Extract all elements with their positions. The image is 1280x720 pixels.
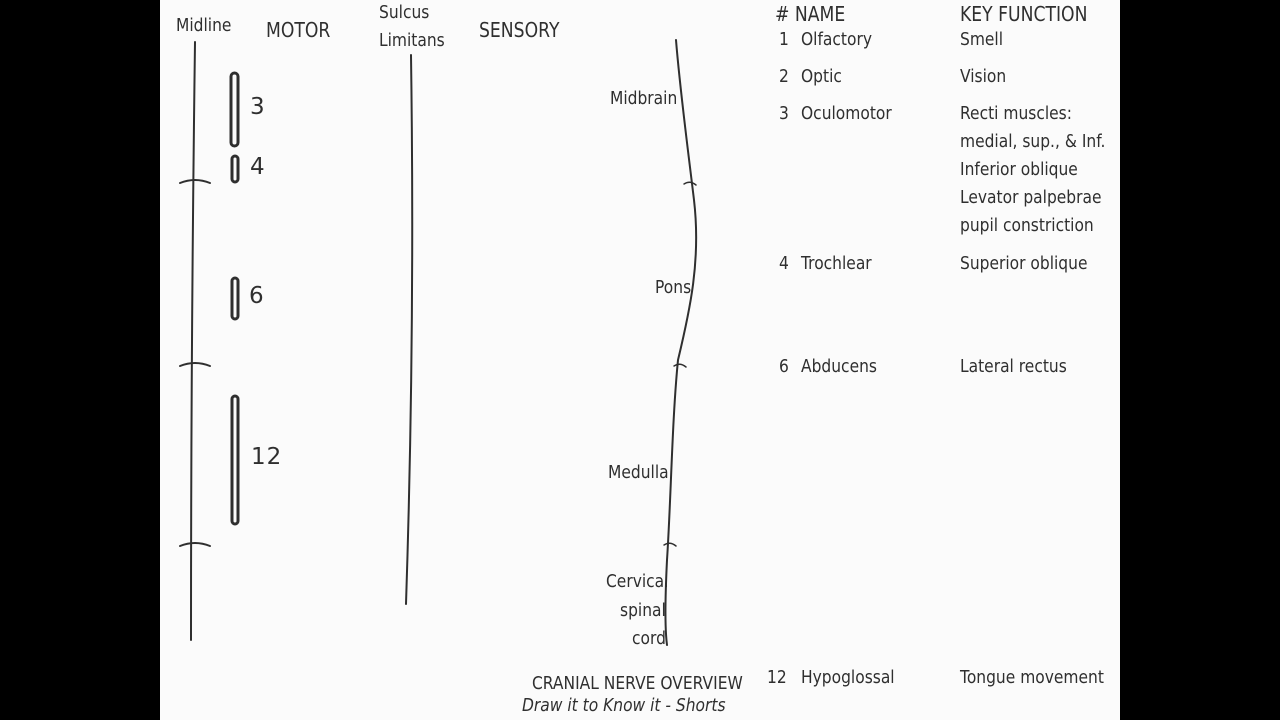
nucleus-3-label: 3 xyxy=(250,94,266,120)
nerve-4-name: Trochlear xyxy=(801,253,872,274)
nerve-1-name: Olfactory xyxy=(801,29,873,50)
nerve-6-name: Abducens xyxy=(801,356,877,377)
nerve-12-num: 12 xyxy=(767,667,787,688)
nerve-12-function: Tongue movement xyxy=(960,667,1104,688)
key-function-header: KEY FUNCTION xyxy=(960,2,1088,26)
medulla-label: Medulla xyxy=(608,462,669,483)
nucleus-6-label: 6 xyxy=(249,283,265,309)
nerve-3-function-line3: Inferior oblique xyxy=(960,159,1078,180)
sensory-header: SENSORY xyxy=(479,18,560,42)
nerve-1-function: Smell xyxy=(960,29,1004,50)
caption-title: CRANIAL NERVE OVERVIEW xyxy=(532,673,743,694)
pons-label: Pons xyxy=(655,277,692,298)
sulcus-label-line1: Sulcus xyxy=(379,2,430,23)
midline-label: Midline xyxy=(176,15,232,36)
sensory-tick-2 xyxy=(673,363,687,368)
sensory-tick-3 xyxy=(663,542,677,547)
nucleus-4-label: 4 xyxy=(250,154,266,180)
motor-header: MOTOR xyxy=(266,18,331,42)
nerve-6-num: 6 xyxy=(779,356,789,377)
nerve-12-name: Hypoglossal xyxy=(801,667,895,688)
sensory-tick-1 xyxy=(683,181,697,186)
nerve-1-num: 1 xyxy=(779,29,789,50)
nerve-4-num: 4 xyxy=(779,253,789,274)
nerve-4-function: Superior oblique xyxy=(960,253,1088,274)
brainstem-outline xyxy=(664,39,698,646)
midbrain-pons-divider xyxy=(179,179,211,184)
nerve-3-function-line1: Recti muscles: xyxy=(960,103,1072,124)
nucleus-6-oval xyxy=(230,276,240,321)
nucleus-4-oval xyxy=(230,154,240,184)
nerve-3-name: Oculomotor xyxy=(801,103,892,124)
nucleus-12-oval xyxy=(230,394,240,526)
cervical-label-line2: spinal xyxy=(620,600,666,621)
nerve-3-function-line4: Levator palpebrae xyxy=(960,187,1102,208)
cervical-label-line1: Cervical xyxy=(606,571,669,592)
nerve-6-function: Lateral rectus xyxy=(960,356,1067,377)
nerve-3-function-line2: medial, sup., & Inf. xyxy=(960,131,1106,152)
sulcus-limitans-line xyxy=(405,54,414,605)
nerve-2-name: Optic xyxy=(801,66,842,87)
diagram-canvas: Midline MOTOR Sulcus Limitans SENSORY # … xyxy=(160,0,1120,720)
name-header: # NAME xyxy=(775,2,846,26)
nucleus-3-oval xyxy=(229,71,240,148)
brainstem-drawing xyxy=(179,39,698,646)
nucleus-12-label: 12 xyxy=(251,444,283,470)
nerve-2-function: Vision xyxy=(960,66,1007,87)
cervical-label-line3: cord xyxy=(632,628,666,649)
pons-medulla-divider xyxy=(179,362,211,367)
nerve-3-num: 3 xyxy=(779,103,789,124)
midline-line xyxy=(190,41,196,641)
nerve-3-function-line5: pupil constriction xyxy=(960,215,1094,236)
caption-subtitle: Draw it to Know it - Shorts xyxy=(522,695,726,716)
sulcus-label-line2: Limitans xyxy=(379,30,445,51)
midbrain-label: Midbrain xyxy=(610,88,678,109)
medulla-cord-divider xyxy=(179,542,211,547)
nerve-2-num: 2 xyxy=(779,66,789,87)
